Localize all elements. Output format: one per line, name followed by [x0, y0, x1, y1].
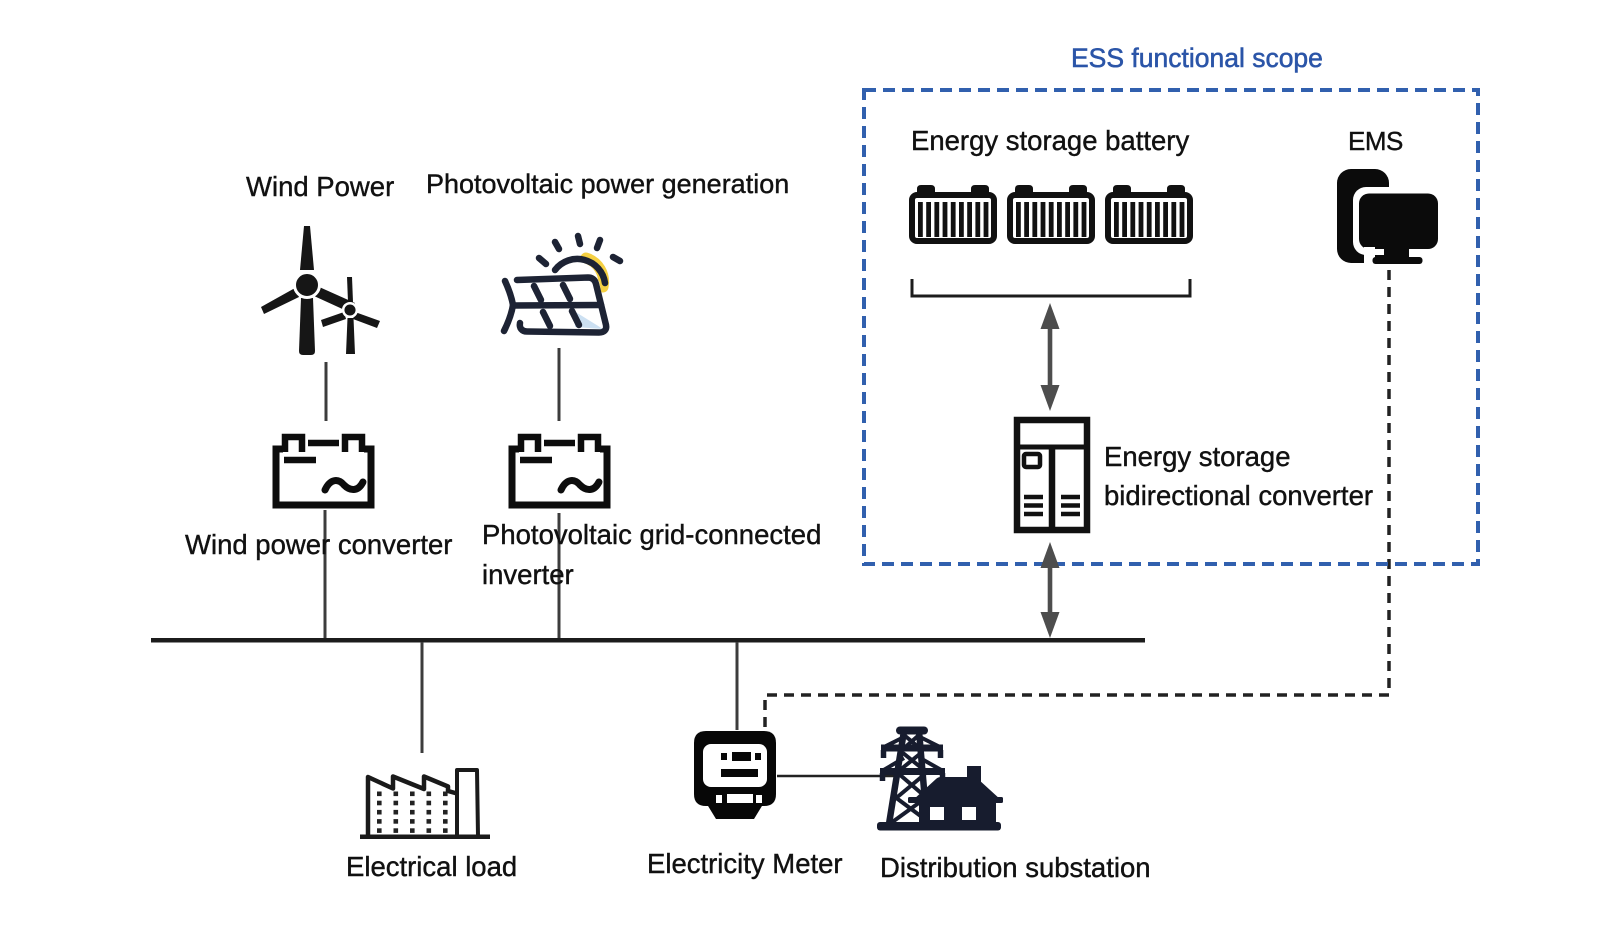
svg-text:ESS functional scope: ESS functional scope	[1071, 43, 1323, 73]
svg-text:Electricity Meter: Electricity Meter	[647, 848, 843, 879]
svg-text:inverter: inverter	[482, 559, 574, 590]
svg-text:Wind power converter: Wind power converter	[185, 529, 452, 560]
svg-text:bidirectional converter: bidirectional converter	[1104, 480, 1373, 511]
svg-text:Photovoltaic power generation: Photovoltaic power generation	[426, 169, 789, 199]
svg-text:Wind Power: Wind Power	[246, 171, 394, 202]
svg-text:Energy storage: Energy storage	[1104, 441, 1291, 472]
svg-text:Photovoltaic grid-connected: Photovoltaic grid-connected	[482, 519, 821, 550]
svg-text:Distribution substation: Distribution substation	[880, 852, 1151, 883]
svg-text:EMS: EMS	[1348, 126, 1403, 156]
svg-text:Energy storage battery: Energy storage battery	[911, 125, 1189, 156]
svg-text:Electrical load: Electrical load	[346, 851, 517, 882]
